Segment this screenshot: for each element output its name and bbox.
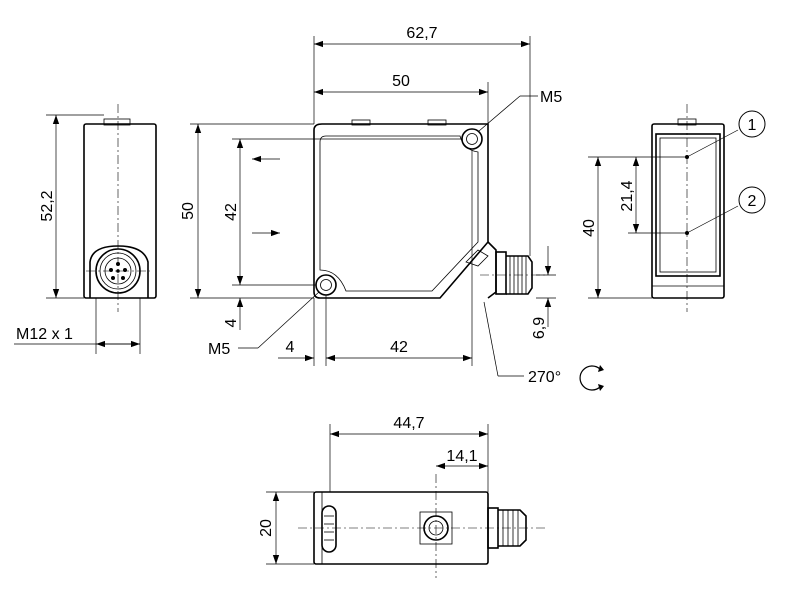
- rotation-icon: [579, 365, 604, 391]
- bottom-view: 44,7 14,1 20: [258, 415, 548, 578]
- mount-hole-top-icon: [461, 128, 483, 150]
- right-view: 40 21,4 1 2: [581, 104, 766, 312]
- bottom-hole-offset-dimension: 14,1: [446, 448, 477, 465]
- led-slots-icon: [321, 505, 337, 553]
- thread-top-label: M5: [540, 89, 562, 106]
- bottom-depth-dimension: 20: [258, 519, 275, 537]
- right-window-spacing-dimension: 21,4: [619, 180, 636, 211]
- bottom-total-width-dimension: 44,7: [393, 415, 424, 432]
- side-view: 52,2 M12 x 1: [14, 104, 157, 354]
- bottom-mount-hole-icon: [419, 511, 453, 545]
- right-height-dimension: 40: [581, 219, 598, 237]
- front-bottom-offset-dimension: 4: [223, 318, 240, 327]
- thread-bottom-label: M5: [208, 341, 230, 358]
- front-connector-icon: [465, 241, 548, 299]
- front-outer-height-dimension: 50: [180, 202, 197, 220]
- beam-direction-arrows: [252, 155, 280, 237]
- side-height-dimension: 52,2: [39, 190, 56, 221]
- connector-face-icon: [86, 245, 150, 298]
- front-view: 62,7 50 50 42 4 4 42 6,9 M5: [180, 25, 604, 391]
- front-body-width-dimension: 50: [392, 73, 410, 90]
- bottom-connector-icon: [487, 507, 527, 549]
- front-mount-height-dimension: 42: [223, 203, 240, 221]
- front-total-width-dimension: 62,7: [406, 25, 437, 42]
- rotation-label: 270°: [528, 369, 561, 386]
- marker-1-label: 1: [748, 117, 757, 134]
- connector-height-dimension: 6,9: [531, 317, 548, 339]
- marker-2-label: 2: [748, 193, 757, 210]
- connector-thread-label: M12 x 1: [16, 326, 73, 343]
- front-left-offset-dimension: 4: [286, 339, 295, 356]
- front-mount-width-dimension: 42: [390, 339, 408, 356]
